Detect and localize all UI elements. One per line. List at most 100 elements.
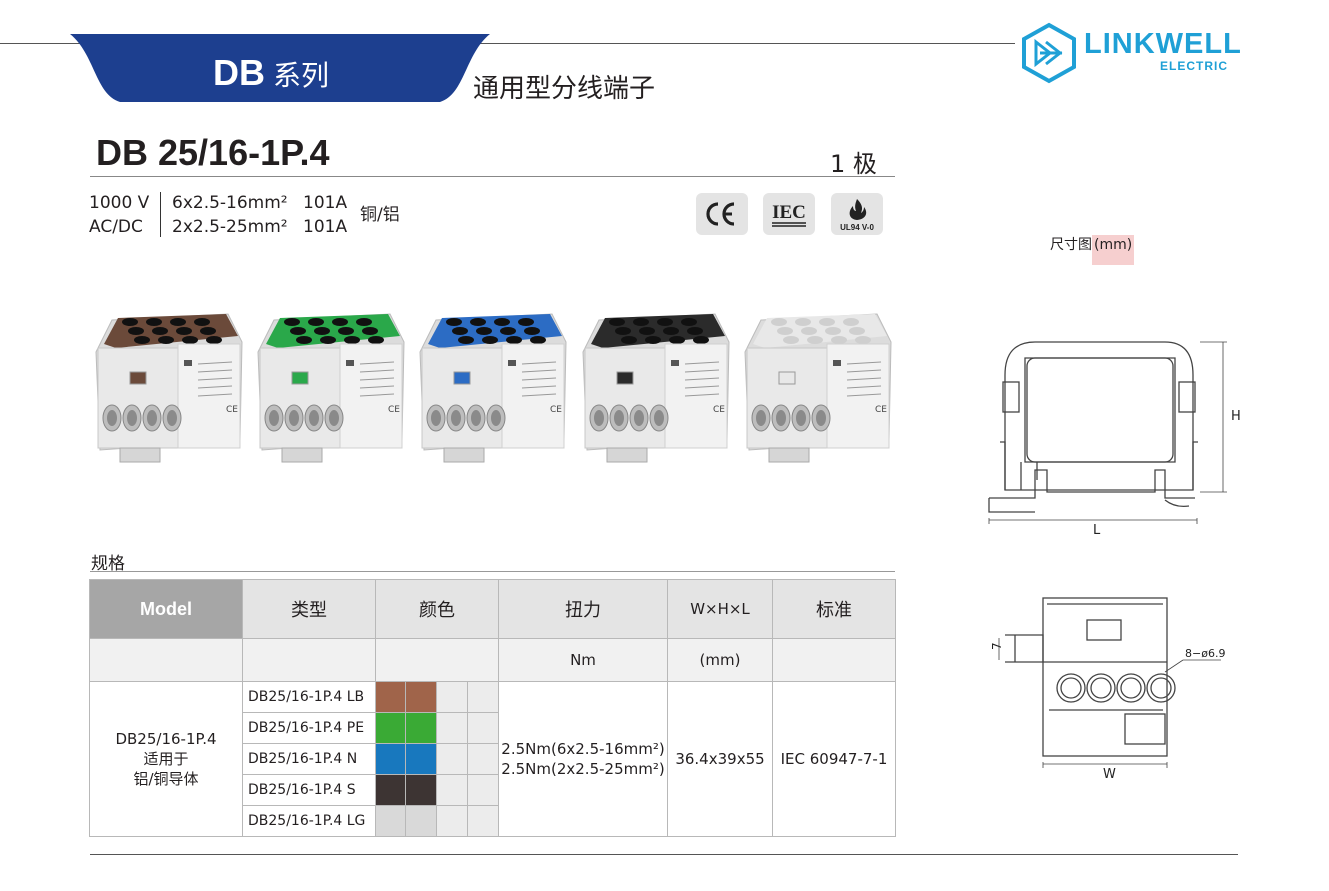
- subheader-type: [242, 638, 376, 682]
- product-image: CE: [582, 313, 730, 463]
- model-desc-line: DB25/16-1P.4: [115, 730, 217, 748]
- color-cell-empty: [467, 743, 499, 775]
- color-swatch: [375, 681, 406, 713]
- subheader-torque-unit: Nm: [498, 638, 668, 682]
- subheader-standard: [772, 638, 896, 682]
- type-cell: DB25/16-1P.4 S: [242, 774, 376, 806]
- subheader-size-unit: (mm): [667, 638, 773, 682]
- torque-line: 2.5Nm(6x2.5-16mm²): [501, 740, 665, 758]
- header-model: Model: [89, 579, 243, 639]
- color-cell-empty: [436, 681, 468, 713]
- model-desc-line: 适用于: [143, 750, 189, 768]
- title-rule: [90, 176, 895, 177]
- model-description: DB25/16-1P.4 适用于 铝/铜导体: [89, 681, 243, 837]
- dimension-label-text: 尺寸图: [1050, 237, 1092, 253]
- dimension-unit: (mm): [1092, 235, 1135, 265]
- header-rule-left: [0, 43, 120, 44]
- ul94-icon: UL94 V-0: [840, 199, 874, 232]
- spec-table: Model 类型 颜色 扭力 W×H×L 标准 Nm (mm) DB25/16-…: [89, 579, 896, 837]
- table-row: DB25/16-1P.4 适用于 铝/铜导体 DB25/16-1P.4 LB 2…: [89, 681, 896, 837]
- table-row: DB25/16-1P.4 S: [90, 774, 896, 806]
- color-cell-empty: [436, 805, 468, 837]
- color-cell-empty: [436, 743, 468, 775]
- header-standard: 标准: [772, 579, 896, 639]
- series-tab: [70, 34, 490, 102]
- cross-section-2: 2x2.5-25mm²: [172, 217, 288, 237]
- brand-logo: LINKWELL ELECTRIC: [1018, 22, 1241, 84]
- voltage: 1000 V: [89, 193, 150, 213]
- color-swatch: [405, 743, 437, 775]
- table-subheader: Nm (mm): [89, 638, 896, 682]
- table-row: DB25/16-1P.4 N: [90, 743, 896, 775]
- dim-seven-label: 7: [990, 642, 1004, 650]
- type-cell: DB25/16-1P.4 PE: [242, 712, 376, 744]
- current-rating-1: 101A: [303, 193, 348, 213]
- color-swatch: [375, 712, 406, 744]
- color-swatch: [405, 681, 437, 713]
- color-cell-empty: [467, 805, 499, 837]
- color-cell-empty: [467, 681, 499, 713]
- color-cell-empty: [436, 774, 468, 806]
- current-type: AC/DC: [89, 217, 143, 237]
- pole-count: 1 极: [830, 150, 877, 178]
- product-image: CE: [419, 313, 567, 463]
- spec-section-rule: [90, 571, 895, 572]
- current-rating-2: 101A: [303, 217, 348, 237]
- product-image: CE: [95, 313, 243, 463]
- page-subtitle: 通用型分线端子: [473, 74, 656, 104]
- header-rule-right: [460, 43, 1015, 44]
- linkwell-logo-icon: [1022, 22, 1076, 84]
- header-size: W×H×L: [667, 579, 773, 639]
- product-model-title: DB 25/16-1P.4: [96, 132, 330, 173]
- spec-divider: [160, 192, 161, 237]
- model-desc-line: 铝/铜导体: [133, 770, 199, 788]
- series-code: DB: [213, 52, 265, 93]
- footer-rule: [90, 854, 1238, 855]
- svg-text:CE: CE: [388, 405, 400, 415]
- cross-section-1: 6x2.5-16mm²: [172, 193, 288, 213]
- color-cell-empty: [436, 712, 468, 744]
- svg-text:CE: CE: [550, 405, 562, 415]
- torque-cell: 2.5Nm(6x2.5-16mm²) 2.5Nm(2x2.5-25mm²): [498, 681, 668, 837]
- conductor-material: 铜/铝: [360, 205, 400, 225]
- side-view-drawing: H L: [988, 341, 1241, 538]
- product-image: CE: [257, 313, 405, 463]
- type-cell: DB25/16-1P.4 N: [242, 743, 376, 775]
- color-swatch: [405, 712, 437, 744]
- iec-icon: IEC: [772, 202, 806, 227]
- torque-line: 2.5Nm(2x2.5-25mm²): [501, 760, 665, 778]
- dim-w-label: W: [1103, 767, 1116, 782]
- svg-text:IEC: IEC: [772, 202, 806, 223]
- svg-text:UL94 V-0: UL94 V-0: [840, 223, 874, 232]
- iec-badge: IEC: [763, 193, 815, 235]
- color-cell-empty: [467, 774, 499, 806]
- standard-cell: IEC 60947-7-1: [772, 681, 896, 837]
- color-swatch: [375, 805, 406, 837]
- subheader-color: [375, 638, 499, 682]
- size-cell: 36.4x39x55: [667, 681, 773, 837]
- header-torque: 扭力: [498, 579, 668, 639]
- color-swatch: [375, 774, 406, 806]
- table-row: DB25/16-1P.4 LG: [90, 805, 896, 837]
- ul94-badge: UL94 V-0: [831, 193, 883, 235]
- front-view-drawing: 7 8−ø6.9 W: [990, 597, 1225, 782]
- color-swatch: [375, 743, 406, 775]
- product-image: CE: [744, 313, 892, 463]
- color-swatch: [405, 774, 437, 806]
- svg-text:CE: CE: [875, 405, 887, 415]
- table-header: Model 类型 颜色 扭力 W×H×L 标准: [89, 579, 896, 639]
- svg-text:CE: CE: [226, 405, 238, 415]
- brand-name: LINKWELL: [1084, 28, 1242, 60]
- brand-sub: ELECTRIC: [1160, 59, 1228, 73]
- subheader-model: [89, 638, 243, 682]
- series-suffix: 系列: [273, 59, 330, 92]
- color-swatch: [405, 805, 437, 837]
- ce-badge: [696, 193, 748, 235]
- table-row: DB25/16-1P.4 PE: [90, 712, 896, 744]
- spec-section-label: 规格: [91, 554, 125, 574]
- dim-holes-label: 8−ø6.9: [1185, 647, 1225, 660]
- header-type: 类型: [242, 579, 376, 639]
- type-cell: DB25/16-1P.4 LG: [242, 805, 376, 837]
- header-color: 颜色: [375, 579, 499, 639]
